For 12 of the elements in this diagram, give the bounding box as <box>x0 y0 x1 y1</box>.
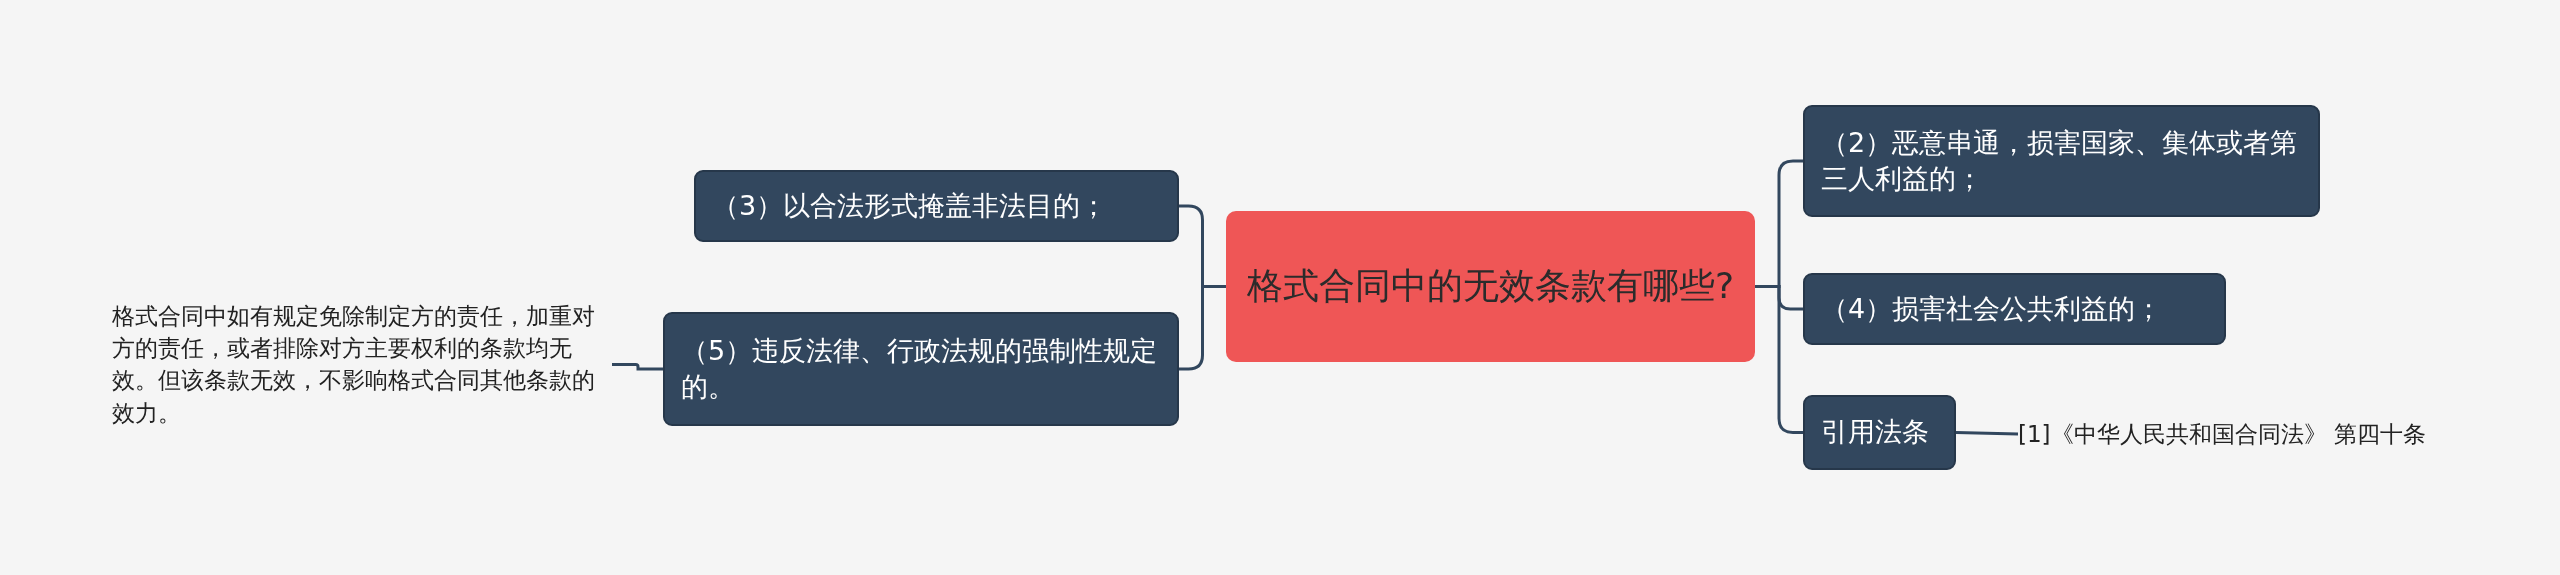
topic-box: 引用法条 <box>1803 395 1956 470</box>
connector-line <box>612 363 663 371</box>
note-text: 格式合同中如有规定免除制定方的责任，加重对方的责任，或者排除对方主要权利的条款均无效。但该条款无效，不影响格式合同其他条款的效力。 <box>112 300 612 429</box>
note-text: [1]《中华人民共和国合同法》 第四十条 <box>2018 418 2538 451</box>
connector-line <box>1179 285 1226 371</box>
connector-line <box>1955 431 2019 436</box>
central-topic: 格式合同中的无效条款有哪些? <box>1226 211 1755 362</box>
topic-box: （4）损害社会公共利益的； <box>1803 273 2226 345</box>
connector-line <box>1755 285 1803 434</box>
topic-box: （5）违反法律、行政法规的强制性规定的。 <box>663 312 1179 426</box>
topic-box: （3）以合法形式掩盖非法目的； <box>694 170 1179 242</box>
topic-box: （2）恶意串通，损害国家、集体或者第三人利益的； <box>1803 105 2320 217</box>
